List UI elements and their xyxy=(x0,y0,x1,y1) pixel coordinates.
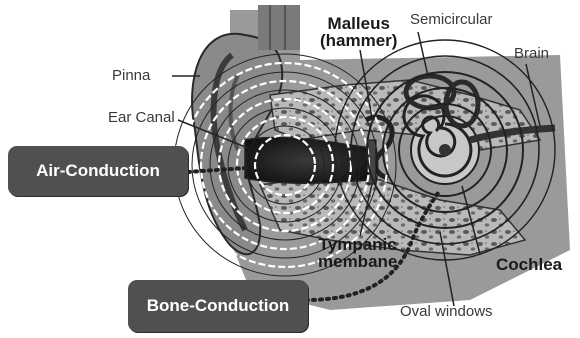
neck-strip xyxy=(258,5,300,50)
air-conduction-box: Air-Conduction xyxy=(8,146,188,196)
brain-label: Brain xyxy=(514,46,549,61)
semicircular-label: Semicircular xyxy=(410,12,493,27)
tympanic-label-line1: Tympanic xyxy=(318,236,397,253)
tympanic-label-line2: membane xyxy=(318,253,397,270)
malleus-label-line1: Malleus xyxy=(320,15,397,32)
malleus-label-line2: (hammer) xyxy=(320,32,397,49)
cochlea-label: Cochlea xyxy=(496,256,562,273)
tympanic-label: Tympanic membane xyxy=(318,236,397,270)
pinna-label: Pinna xyxy=(112,68,150,83)
bone-conduction-box: Bone-Conduction xyxy=(128,280,308,332)
malleus-label: Malleus (hammer) xyxy=(320,15,397,49)
oval-windows-label: Oval windows xyxy=(400,304,493,319)
ear-canal-label: Ear Canal xyxy=(108,110,175,125)
